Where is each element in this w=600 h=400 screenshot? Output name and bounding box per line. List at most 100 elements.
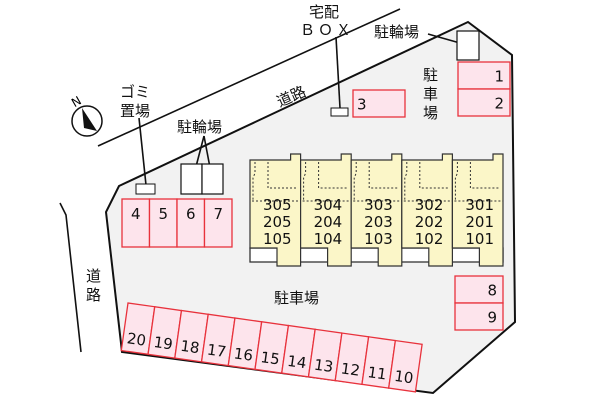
bike-parking-left-2: [201, 163, 224, 195]
parking-space-number: 3: [357, 96, 367, 114]
garbage-label-2: 置場: [120, 102, 150, 120]
unit-floorplan-lines: [353, 162, 402, 202]
parking-space-4: 4: [121, 198, 151, 248]
parking-space-3: 3: [352, 89, 406, 118]
parking-space-box: [176, 198, 206, 248]
parking-space-box: [387, 339, 423, 393]
parking-space-6: 6: [176, 198, 206, 248]
parking-space-7: 7: [203, 198, 233, 248]
unit-floorplan-lines: [454, 162, 503, 202]
parking-space-box: [454, 275, 504, 304]
parking-space-box: [457, 88, 511, 117]
parking-space-number: 19: [153, 333, 174, 353]
parking-space-number: 11: [366, 363, 387, 383]
leader-line: [335, 36, 341, 109]
delivery-box: [330, 107, 349, 117]
parking-space-10: 10: [387, 339, 423, 393]
parking-space-number: 2: [494, 95, 504, 113]
parking-space-9: 9: [454, 302, 504, 331]
parking-space-number: 14: [286, 352, 307, 372]
parking-space-12: 12: [334, 332, 370, 386]
parking-space-box: [352, 89, 406, 118]
unit-floorplan-lines: [302, 162, 352, 202]
delivery-box-label-1: 宅配: [309, 3, 339, 21]
parking-space-number: 8: [487, 282, 497, 300]
parking-space-17: 17: [200, 313, 236, 367]
unit-floorplan-lines: [403, 162, 453, 202]
room-number: 105: [263, 230, 292, 248]
parking-space-number: 5: [158, 205, 168, 223]
parking-space-number: 15: [259, 348, 280, 368]
road-label-left-1: 道: [86, 267, 101, 285]
room-number: 102: [415, 230, 444, 248]
road-label-left-2: 路: [86, 286, 101, 304]
parking-space-box: [454, 302, 504, 331]
garbage-area: [135, 183, 156, 195]
apartment-building: 3052051053042041043032031033022021023012…: [249, 153, 504, 267]
room-number: 304: [314, 196, 343, 214]
parking-space-number: 9: [487, 309, 497, 327]
room-number: 201: [465, 213, 494, 231]
unit-outline: [249, 153, 302, 267]
room-number: 101: [465, 230, 494, 248]
parking-space-number: 17: [206, 341, 227, 361]
bike-parking-top: [456, 30, 480, 61]
parking-space-2: 2: [457, 88, 511, 117]
parking-space-number: 12: [340, 359, 361, 379]
parking-space-14: 14: [281, 324, 316, 378]
parking-space-16: 16: [227, 317, 263, 371]
parking-main-label: 駐車場: [274, 289, 319, 307]
parking-space-20: 20: [120, 302, 156, 356]
unit-outline: [300, 153, 352, 267]
bike-parking-label-top: 駐輪場: [374, 23, 419, 41]
parking-space-number: 13: [313, 356, 334, 376]
road-edge-top: [97, 8, 401, 147]
garbage-label-1: ゴミ: [120, 83, 150, 101]
unit-outline: [350, 153, 403, 267]
room-number: 103: [364, 230, 393, 248]
room-number: 202: [415, 213, 444, 231]
parking-space-box: [203, 198, 233, 248]
parking-space-number: 6: [186, 205, 196, 223]
parking-space-5: 5: [148, 198, 178, 248]
parking-space-number: 20: [126, 329, 147, 349]
unit-floorplan-lines: [252, 162, 301, 202]
room-number: 305: [263, 196, 292, 214]
parking-space-number: 16: [233, 344, 254, 364]
parking-space-number: 1: [494, 68, 504, 86]
leader-line: [138, 117, 147, 186]
parking-space-8: 8: [454, 275, 504, 304]
unit-outline: [451, 153, 504, 267]
parking-vertical-label-1: 駐: [423, 66, 438, 84]
compass-icon: N: [69, 93, 103, 137]
room-number: 303: [364, 196, 393, 214]
room-number: 203: [364, 213, 393, 231]
parking-space-box: [148, 198, 178, 248]
room-number: 301: [465, 196, 494, 214]
parking-space-1: 1: [457, 61, 511, 90]
parking-vertical-label-3: 場: [423, 104, 438, 122]
parking-space-15: 15: [254, 321, 290, 374]
bike-parking-left-1: [180, 163, 203, 195]
parking-space-number: 18: [179, 337, 200, 357]
bike-parking-label-left: 駐輪場: [177, 118, 222, 136]
road-edge-left: [59, 202, 82, 353]
room-number: 205: [263, 213, 292, 231]
room-number: 104: [314, 230, 343, 248]
parking-space-18: 18: [174, 309, 209, 363]
parking-space-number: 7: [213, 205, 223, 223]
parking-space-13: 13: [307, 328, 343, 382]
delivery-box-label-2: ＢＯＸ: [300, 21, 354, 39]
parking-space-11: 11: [361, 336, 397, 389]
room-number: 302: [415, 196, 444, 214]
parking-space-number: 4: [131, 205, 141, 223]
room-number: 204: [314, 213, 343, 231]
